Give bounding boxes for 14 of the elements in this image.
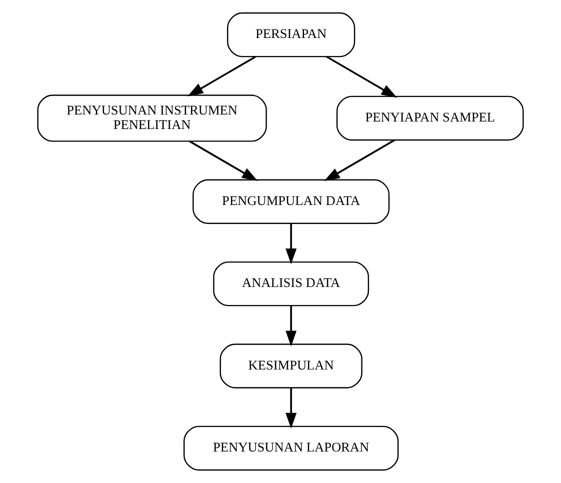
node-box: KESIMPULAN — [220, 344, 362, 388]
node-box: ANALISIS DATA — [213, 261, 370, 306]
arrow — [189, 140, 258, 181]
arrow — [286, 306, 297, 346]
node-box: PERSIAPAN — [227, 12, 356, 58]
node-box: PENYUSUNAN INSTRUMEN PENELITIAN — [37, 94, 267, 142]
node-box: PENYIAPAN SAMPEL — [336, 96, 524, 141]
node-box: PENYUSUNAN LAPORAN — [184, 426, 399, 471]
node-box: PENGUMPULAN DATA — [192, 179, 390, 224]
arrow — [188, 56, 256, 96]
arrow — [326, 56, 398, 98]
arrow — [324, 139, 396, 182]
arrow — [286, 388, 297, 429]
arrow — [286, 224, 297, 264]
